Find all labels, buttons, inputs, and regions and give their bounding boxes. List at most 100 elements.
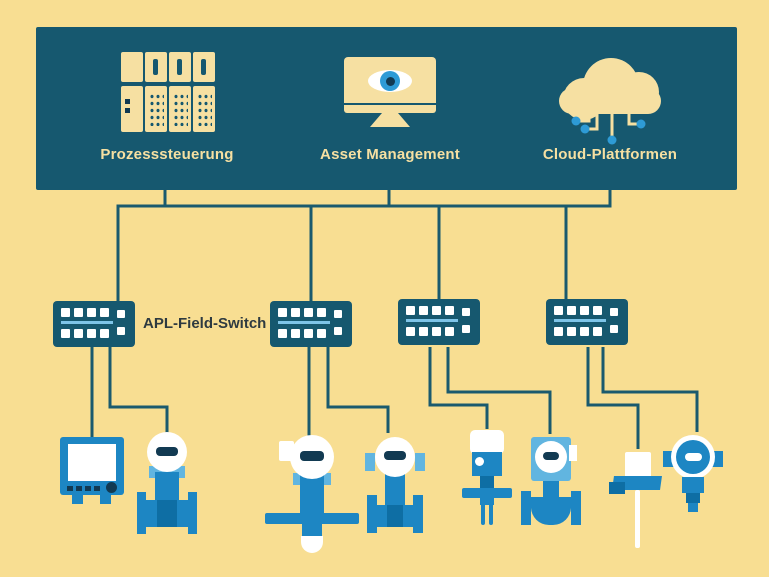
pressure-transmitter-icon — [663, 435, 723, 517]
antenna-horn — [301, 536, 323, 553]
port — [61, 308, 70, 317]
port — [291, 329, 300, 338]
port — [334, 310, 342, 318]
sensor-body — [387, 505, 403, 527]
flange — [367, 495, 377, 533]
port — [61, 329, 70, 338]
flange — [462, 488, 512, 498]
process-recorder-icon — [60, 437, 124, 507]
foot — [100, 495, 111, 504]
port — [304, 329, 313, 338]
port — [291, 308, 300, 317]
port — [554, 306, 563, 315]
plc-module — [121, 52, 143, 82]
port — [317, 308, 326, 317]
plc-module — [145, 86, 167, 132]
flange — [137, 492, 146, 534]
body — [682, 477, 704, 493]
temperature-sensor-icon — [607, 452, 667, 550]
apl-field-switch-2 — [270, 301, 352, 347]
button — [76, 486, 82, 491]
head-cap — [625, 452, 651, 478]
port — [567, 306, 576, 315]
flange — [521, 491, 531, 525]
port — [87, 308, 96, 317]
foot — [72, 495, 83, 504]
flange — [571, 491, 581, 525]
plc-module — [193, 86, 215, 132]
column — [385, 471, 405, 507]
switch-divider — [406, 319, 458, 322]
label-cloud-plattformen: Cloud-Plattformen — [542, 146, 678, 163]
ear — [712, 451, 723, 467]
monitor-stand — [370, 113, 410, 127]
port — [100, 308, 109, 317]
port — [432, 306, 441, 315]
port — [117, 327, 125, 335]
cloud-connection-traces — [571, 112, 646, 145]
port — [593, 327, 602, 336]
neck — [686, 493, 700, 503]
display — [685, 453, 702, 461]
tab — [365, 453, 375, 471]
apl-field-switch-1 — [53, 301, 135, 347]
port — [278, 329, 287, 338]
flange — [188, 492, 197, 534]
stem — [480, 476, 494, 488]
display — [543, 452, 559, 460]
button — [94, 486, 100, 491]
fork-tine — [489, 505, 493, 525]
radar-level-transmitter-icon — [265, 435, 359, 553]
cloud-base — [559, 88, 661, 114]
port — [406, 306, 415, 315]
button — [85, 486, 91, 491]
plc-slot — [177, 59, 182, 75]
switch-divider — [278, 321, 330, 324]
port — [419, 327, 428, 336]
hub — [480, 498, 494, 505]
monitor-chin — [344, 105, 436, 113]
monitor-eye-icon — [344, 57, 436, 129]
plc-slot — [201, 59, 206, 75]
mount-shadow — [609, 482, 625, 494]
port — [334, 327, 342, 335]
process-connection — [302, 524, 322, 537]
port — [304, 308, 313, 317]
port — [74, 329, 83, 338]
port — [278, 308, 287, 317]
port — [406, 327, 415, 336]
port — [580, 327, 589, 336]
port — [580, 306, 589, 315]
port — [117, 310, 125, 318]
column — [300, 475, 324, 515]
port — [567, 327, 576, 336]
port — [74, 308, 83, 317]
probe — [635, 490, 640, 548]
plc-slot — [153, 59, 158, 75]
sensor-body — [157, 500, 177, 527]
display — [384, 451, 406, 460]
plc-module — [121, 86, 143, 132]
coriolis-flowmeter-icon — [521, 437, 581, 527]
plc-module — [169, 86, 191, 132]
port — [317, 329, 326, 338]
cloud-icon — [555, 54, 665, 146]
port — [419, 306, 428, 315]
eye-pupil — [386, 77, 395, 86]
port — [462, 308, 470, 316]
fork-tine — [481, 505, 485, 525]
electromagnetic-flowmeter-icon — [137, 432, 197, 534]
button — [67, 486, 73, 491]
port — [445, 327, 454, 336]
port — [610, 308, 618, 316]
port — [462, 325, 470, 333]
plc-led — [125, 108, 130, 113]
neck — [155, 472, 179, 502]
display — [156, 447, 178, 456]
tab — [415, 453, 425, 471]
plc-led — [125, 99, 130, 104]
port — [554, 327, 563, 336]
screen — [68, 444, 116, 481]
process-connection — [688, 503, 698, 512]
